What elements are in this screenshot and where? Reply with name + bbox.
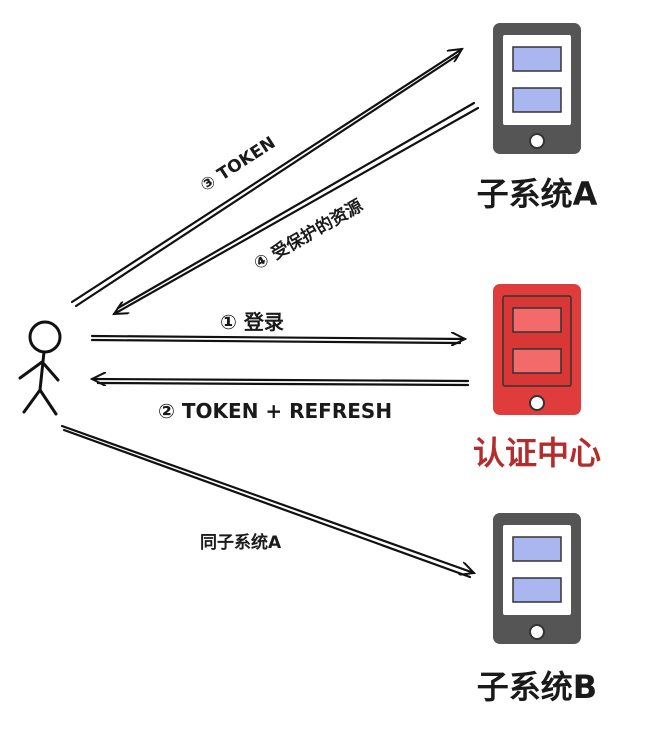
protected-resource-arrow [114, 101, 480, 314]
home-button-icon [529, 395, 545, 411]
token-refresh-arrow [92, 379, 470, 387]
screen-window-top [512, 536, 562, 562]
home-button-icon [529, 133, 545, 149]
login-label: ① 登录 [220, 310, 284, 334]
auth-center-device-icon [493, 284, 581, 415]
home-button-icon [529, 624, 545, 640]
token-label: ③ TOKEN [197, 133, 279, 196]
subsystem-a-device-icon [493, 23, 581, 154]
token-refresh-label: ② TOKEN + REFRESH [158, 399, 392, 423]
same-as-a-label: 同子系统A [200, 532, 282, 553]
same-as-a-arrow [60, 424, 474, 579]
token-arrow [70, 49, 462, 308]
subsystem-b-caption: 子系统B [477, 668, 597, 706]
login-arrow [90, 336, 465, 343]
screen-window-bottom [512, 87, 562, 113]
auth-center-caption: 认证中心 [473, 434, 601, 472]
screen-window-bottom [512, 348, 562, 374]
subsystem-b-device-icon [493, 513, 581, 644]
screen-window-bottom [512, 577, 562, 603]
protected-resource-label: ④ 受保护的资源 [250, 195, 366, 274]
stick-figure-icon [18, 320, 62, 416]
subsystem-a-caption: 子系统A [477, 175, 598, 213]
screen-window-top [512, 307, 562, 333]
screen-window-top [512, 46, 562, 72]
